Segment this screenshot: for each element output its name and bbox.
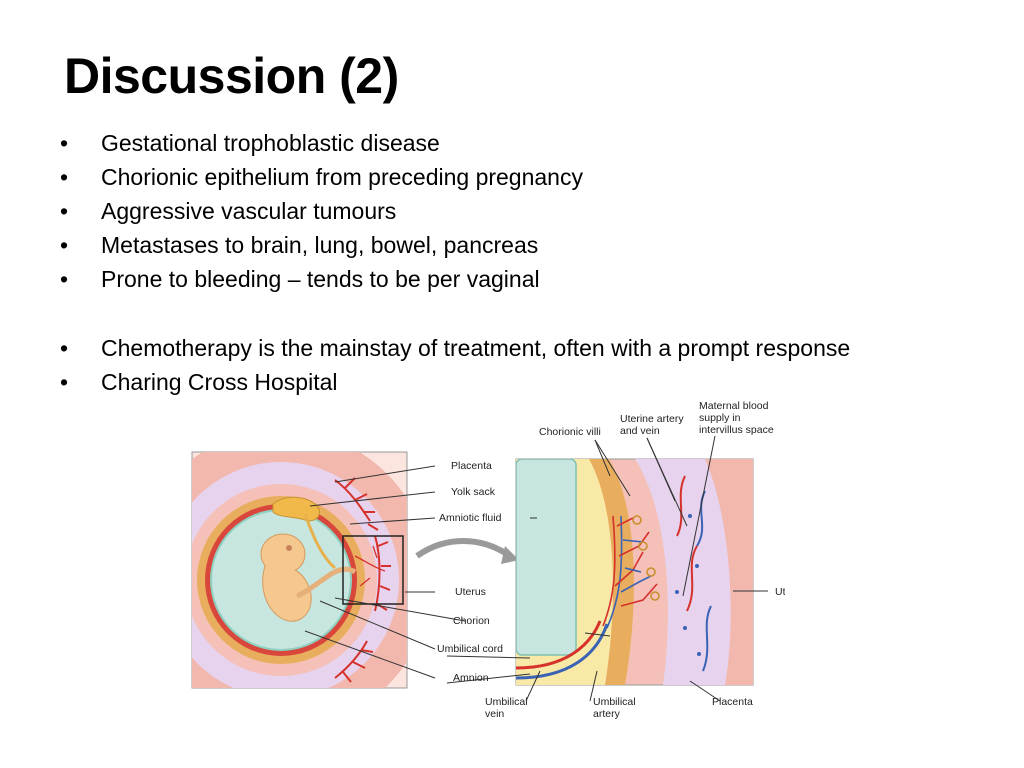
magnify-box — [342, 535, 404, 605]
bullet-item: •Chemotherapy is the mainstay of treatme… — [60, 331, 850, 365]
slide-title: Discussion (2) — [64, 48, 399, 104]
bullet-dot: • — [60, 198, 69, 224]
label-uterus-right: Uterus — [775, 586, 785, 598]
maternal-blood-cells — [675, 514, 701, 656]
label-umbilical-cord: Umbilical cord — [437, 643, 503, 655]
diagram-labels: Placenta Yolk sack Amniotic fluid Uterus… — [437, 400, 785, 720]
bullet-list: •Gestational trophoblastic disease •Chor… — [60, 126, 850, 399]
label-amnion: Amnion — [453, 672, 489, 684]
label-leaders — [304, 435, 768, 702]
svg-text:vein: vein — [485, 708, 504, 720]
label-chorion: Chorion — [453, 615, 490, 627]
chorion-band — [589, 459, 634, 685]
svg-text:supply in: supply in — [699, 412, 741, 424]
placental-vessels — [334, 477, 391, 683]
chorionic-villi — [602, 515, 660, 629]
svg-text:intervillus space: intervillus space — [699, 424, 774, 436]
bullet-dot: • — [60, 335, 69, 361]
amniotic-fluid-region — [516, 459, 577, 656]
svg-text:and vein: and vein — [620, 425, 660, 437]
label-maternal-blood: Maternal blood — [699, 400, 769, 412]
label-placenta: Placenta — [451, 460, 492, 472]
bullet-dot: • — [60, 164, 69, 190]
label-uterine-artery: Uterine artery — [620, 413, 684, 425]
bullet-item: •Chorionic epithelium from preceding pre… — [60, 160, 850, 194]
bullet-dot: • — [60, 369, 69, 395]
label-uterus-left: Uterus — [455, 586, 486, 598]
bullet-dot: • — [60, 130, 69, 156]
placenta-detail — [515, 458, 754, 686]
bullet-item: •Charing Cross Hospital — [60, 365, 850, 399]
placenta-anatomy-diagram: Placenta Yolk sack Amniotic fluid Uterus… — [191, 400, 785, 720]
label-umbilical-artery: Umbilical — [593, 696, 636, 708]
label-chorionic-villi: Chorionic villi — [539, 426, 601, 438]
bullet-item: •Prone to bleeding – tends to be per vag… — [60, 262, 850, 296]
magnify-arrow — [415, 538, 512, 559]
label-placenta-right: Placenta — [712, 696, 753, 708]
yolk-sack — [272, 496, 320, 522]
bullet-item: •Aggressive vascular tumours — [60, 194, 850, 228]
label-yolk-sack: Yolk sack — [451, 486, 496, 498]
label-amniotic-fluid: Amniotic fluid — [439, 512, 502, 524]
svg-text:artery: artery — [593, 708, 621, 720]
embryo — [260, 533, 357, 622]
bullet-item: •Gestational trophoblastic disease — [60, 126, 850, 160]
uterus-cross-section — [191, 451, 408, 689]
bullet-item: •Metastases to brain, lung, bowel, pancr… — [60, 228, 850, 262]
bullet-dot: • — [60, 266, 69, 292]
bullet-dot: • — [60, 232, 69, 258]
label-umbilical-vein: Umbilical — [485, 696, 528, 708]
